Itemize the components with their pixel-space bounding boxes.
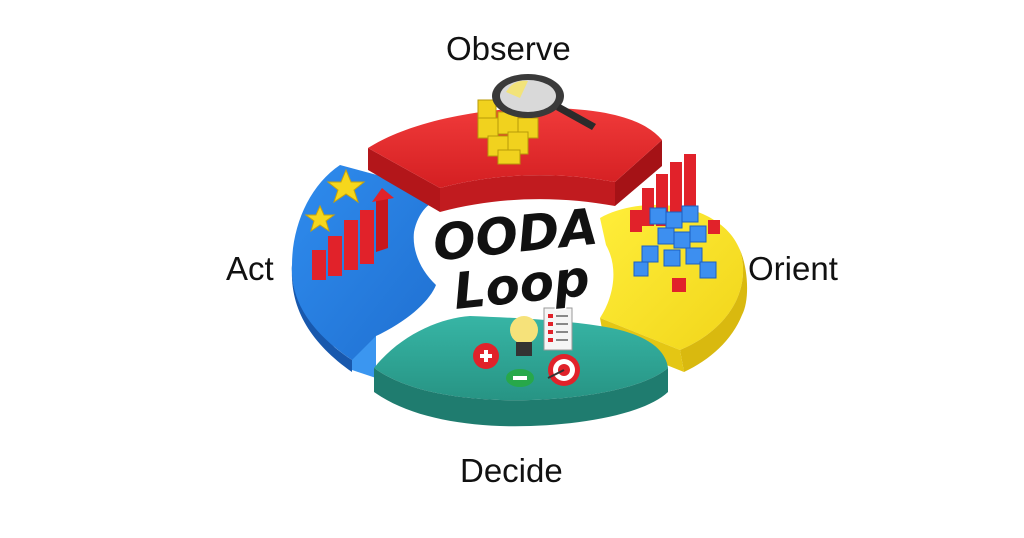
magnifier-cubes-icon — [477, 74, 596, 165]
lightbulb-target-icon — [473, 307, 580, 387]
decide-label: Decide — [460, 452, 563, 489]
observe-label: Observe — [446, 30, 571, 67]
decide-segment — [374, 316, 668, 427]
orient-label: Orient — [748, 250, 838, 287]
growth-chart-stars-icon — [304, 168, 394, 280]
title-line-2: Loop — [451, 249, 593, 321]
act-label: Act — [226, 250, 274, 287]
ooda-loop-title: OODA Loop — [429, 196, 602, 322]
cubes-bar-chart-icon — [630, 154, 720, 292]
